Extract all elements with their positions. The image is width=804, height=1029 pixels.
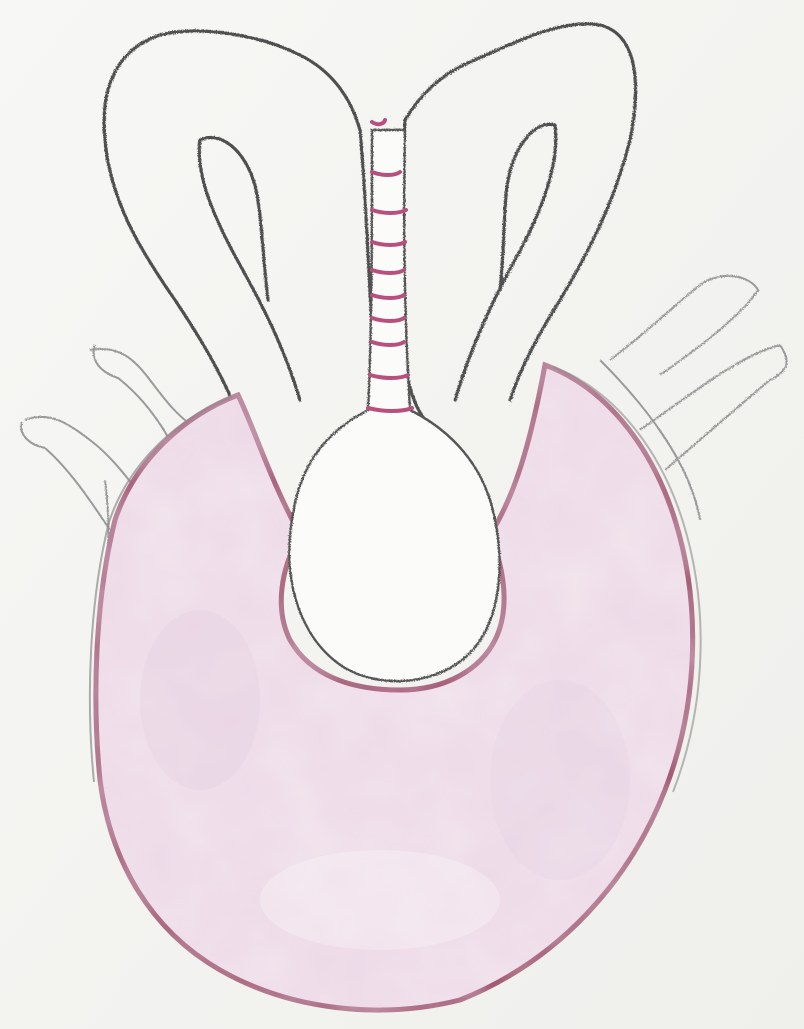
- sketch-svg: [0, 0, 804, 1029]
- pencil-sketch-canvas: [0, 0, 804, 1029]
